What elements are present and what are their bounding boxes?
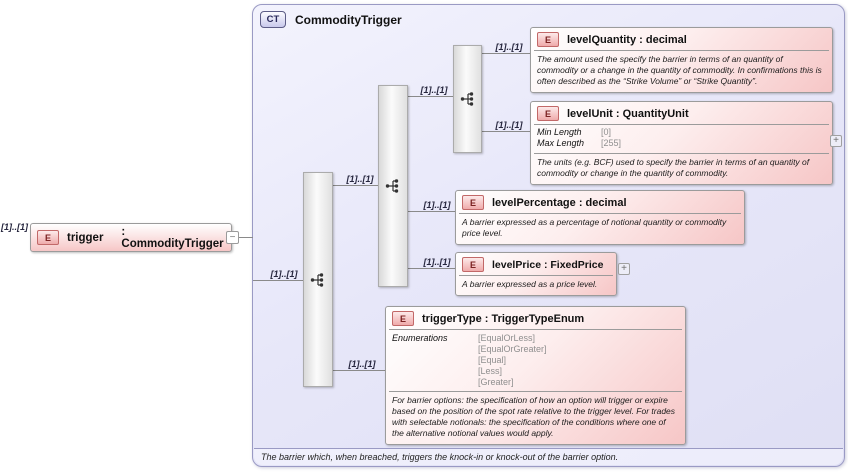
element-header: E triggerType : TriggerTypeEnum: [386, 307, 685, 329]
connector-line: [333, 370, 385, 371]
separator: [459, 275, 613, 276]
facet-row: Min Length [0]: [537, 127, 826, 138]
cardinality-label: [1]..[1]: [346, 174, 374, 184]
cardinality-label: [1]..[1]: [423, 200, 451, 210]
compositor-bar[interactable]: [453, 45, 482, 153]
element-title: levelQuantity : decimal: [567, 33, 687, 46]
element-header: E levelQuantity : decimal: [531, 28, 832, 50]
element-documentation: For barrier options: the specification o…: [392, 395, 676, 439]
connector-line: [408, 211, 455, 212]
enumeration-values: [EqualOrLess] [EqualOrGreater] [Equal] […: [478, 333, 547, 387]
element-documentation: The amount used the specify the barrier …: [537, 54, 822, 87]
separator: [389, 329, 682, 330]
element-levelPrice[interactable]: E levelPrice : FixedPrice A barrier expr…: [455, 252, 617, 297]
compositor-bar[interactable]: [303, 172, 333, 387]
facets: Min Length [0] Max Length [255]: [531, 125, 832, 153]
element-icon: E: [462, 195, 484, 210]
element-title: levelPrice : FixedPrice: [492, 258, 604, 271]
element-documentation: A barrier expressed as a price level.: [462, 279, 598, 289]
facet-name: Min Length: [537, 127, 582, 137]
element-header: E levelPercentage : decimal: [456, 191, 744, 213]
complex-type-documentation: The barrier which, when breached, trigge…: [254, 448, 843, 465]
facet-row: Max Length [255]: [537, 138, 826, 149]
complex-type-title: CommodityTrigger: [295, 12, 402, 27]
element-title: levelPercentage : decimal: [492, 196, 627, 209]
collapse-toggle-icon[interactable]: −: [226, 231, 239, 244]
enumeration-value: [Equal]: [478, 355, 507, 365]
connector-line: [408, 268, 455, 269]
cardinality-label: [1]..[1]: [348, 359, 376, 369]
element-levelPercentage[interactable]: E levelPercentage : decimal A barrier ex…: [455, 190, 745, 246]
element-documentation: The units (e.g. BCF) used to specify the…: [537, 156, 810, 178]
element-title: triggerType : TriggerTypeEnum: [422, 312, 585, 325]
connector-line: [333, 185, 378, 186]
compositor-bar[interactable]: [378, 85, 408, 287]
element-icon: E: [37, 230, 59, 245]
cardinality-label: [1]..[1]: [420, 85, 448, 95]
element-icon: E: [537, 32, 559, 47]
facet-name: Max Length: [537, 138, 585, 149]
element-icon: E: [392, 311, 414, 326]
element-header: E levelPrice : FixedPrice: [456, 253, 616, 275]
element-levelQuantity[interactable]: E levelQuantity : decimal The amount use…: [530, 27, 833, 94]
element-documentation: A barrier expressed as a percentage of n…: [462, 217, 727, 239]
enumeration-value: [Greater]: [478, 377, 514, 387]
element-icon: E: [462, 257, 484, 272]
separator: [534, 152, 829, 154]
facet-value: [0]: [601, 127, 612, 137]
enumerations: Enumerations [EqualOrLess] [EqualOrGreat…: [386, 330, 685, 391]
element-trigger[interactable]: E trigger : CommodityTrigger: [30, 223, 232, 252]
cardinality-label: [1]..[1]: [423, 257, 451, 267]
element-icon: E: [537, 106, 559, 121]
separator: [534, 124, 829, 125]
complex-type-header: CT CommodityTrigger: [260, 11, 402, 28]
separator: [389, 391, 682, 392]
connector-line: [482, 131, 530, 132]
compositor-icon: [385, 179, 399, 193]
expand-button-levelPrice[interactable]: +: [618, 263, 630, 275]
connector-line: [408, 96, 453, 97]
complex-type-icon: CT: [260, 11, 286, 28]
separator: [459, 213, 741, 214]
connector-line: [253, 280, 303, 281]
expand-button-levelUnit[interactable]: +: [830, 135, 842, 147]
element-header: E levelUnit : QuantityUnit: [531, 102, 832, 124]
element-levelUnit[interactable]: E levelUnit : QuantityUnit Min Length [0…: [530, 101, 833, 185]
cardinality-label-trigger: [1]..[1]: [1, 222, 28, 232]
facet-value: [255]: [601, 138, 622, 149]
cardinality-label: [1]..[1]: [270, 269, 298, 279]
cardinality-label: [1]..[1]: [495, 42, 523, 52]
enumerations-label: Enumerations: [392, 333, 448, 343]
connector-line: [482, 53, 530, 54]
compositor-icon: [310, 272, 324, 287]
enumeration-value: [Less]: [478, 366, 503, 376]
connector-line: [239, 237, 253, 238]
element-trigger-type: : CommodityTrigger: [121, 225, 224, 250]
cardinality-label: [1]..[1]: [495, 120, 523, 130]
compositor-icon: [460, 92, 473, 106]
element-triggerType[interactable]: E triggerType : TriggerTypeEnum Enumerat…: [385, 306, 686, 446]
enumeration-value: [EqualOrLess]: [478, 333, 536, 343]
separator: [534, 50, 829, 51]
element-trigger-name: trigger: [67, 231, 104, 244]
enumeration-value: [EqualOrGreater]: [478, 344, 547, 354]
element-title: levelUnit : QuantityUnit: [567, 107, 689, 120]
